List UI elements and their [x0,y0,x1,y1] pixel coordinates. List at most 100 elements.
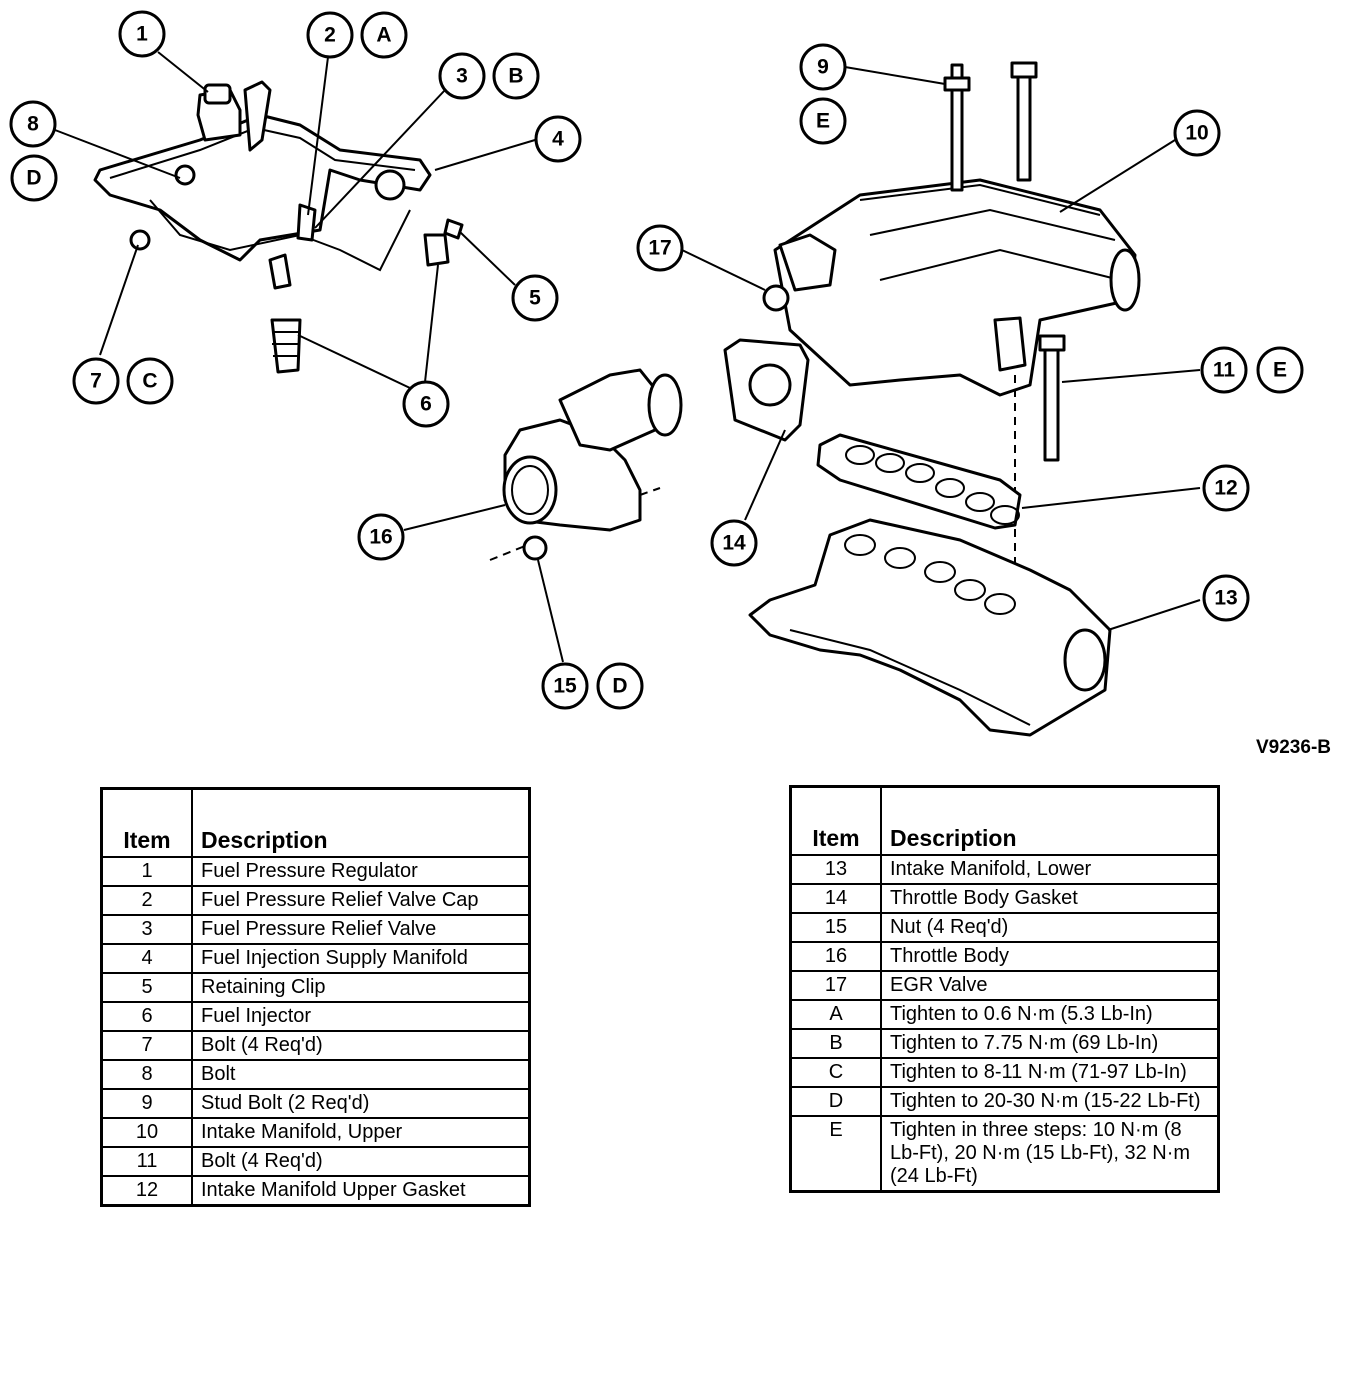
callout-11: 11 [1200,346,1248,394]
description-cell: Stud Bolt (2 Req'd) [191,1088,531,1119]
description-cell: Nut (4 Req'd) [880,912,1220,943]
svg-text:5: 5 [529,287,541,310]
svg-text:9: 9 [817,56,829,79]
description-cell: Intake Manifold, Upper [191,1117,531,1148]
table-header-row: Item Description [100,787,531,858]
svg-text:3: 3 [456,65,468,88]
description-cell: Tighten to 8-11 N·m (71-97 Lb-In) [880,1057,1220,1088]
item-cell: 5 [100,972,193,1003]
item-cell: 13 [789,854,882,885]
item-cell: 2 [100,885,193,916]
svg-text:12: 12 [1214,477,1237,500]
description-cell: Tighten to 0.6 N·m (5.3 Lb-In) [880,999,1220,1030]
item-cell: 17 [789,970,882,1001]
callout-E-top: E [799,97,847,145]
callout-12: 12 [1202,464,1250,512]
svg-text:10: 10 [1185,122,1208,145]
callout-13: 13 [1202,574,1250,622]
callout-3: 3 [438,52,486,100]
svg-text:14: 14 [722,532,746,555]
lower-intake-manifold-drawing [748,518,1112,737]
header-item: Item [100,787,193,858]
header-description: Description [191,787,531,858]
item-cell: 1 [100,856,193,887]
item-cell: E [789,1115,882,1193]
description-cell: Fuel Pressure Relief Valve Cap [191,885,531,916]
callout-A: A [360,11,408,59]
description-cell: Tighten to 20-30 N·m (15-22 Lb-Ft) [880,1086,1220,1117]
item-cell: 16 [789,941,882,972]
description-cell: Retaining Clip [191,972,531,1003]
item-cell: D [789,1086,882,1117]
svg-text:E: E [816,110,830,133]
description-cell: Intake Manifold, Lower [880,854,1220,885]
item-cell: 9 [100,1088,193,1119]
callout-4: 4 [534,115,582,163]
svg-text:15: 15 [553,675,577,698]
svg-text:A: A [376,24,391,47]
item-cell: 11 [100,1146,193,1177]
svg-text:4: 4 [552,128,564,151]
callout-7: 7 [72,357,120,405]
svg-text:B: B [508,65,523,88]
callout-17: 17 [636,224,684,272]
description-cell: Fuel Pressure Regulator [191,856,531,887]
description-cell: EGR Valve [880,970,1220,1001]
item-cell: A [789,999,882,1030]
callout-B: B [492,52,540,100]
svg-text:6: 6 [420,393,432,416]
callout-C: C [126,357,174,405]
callout-8: 8 [9,100,57,148]
description-cell: Bolt (4 Req'd) [191,1146,531,1177]
figure-id: V9236-B [1256,737,1331,758]
exploded-parts-diagram: 1 2 A 3 B 4 8 D 5 7 C 6 9 E 10 17 11 E 1… [9,10,1304,737]
header-item: Item [789,785,882,856]
callout-14: 14 [710,519,758,567]
svg-text:11: 11 [1213,359,1236,382]
svg-text:2: 2 [324,24,336,47]
description-cell: Bolt (4 Req'd) [191,1030,531,1061]
item-cell: 3 [100,914,193,945]
description-cell: Bolt [191,1059,531,1090]
item-cell: 15 [789,912,882,943]
item-cell: B [789,1028,882,1059]
callout-1: 1 [118,10,166,58]
callout-2: 2 [306,11,354,59]
description-cell: Fuel Pressure Relief Valve [191,914,531,945]
svg-text:7: 7 [90,370,102,393]
svg-text:D: D [612,675,627,698]
fuel-supply-manifold-drawing [93,80,464,374]
item-cell: 4 [100,943,193,974]
table-header-row: Item Description [789,785,1220,856]
description-cell: Fuel Injection Supply Manifold [191,943,531,974]
callout-E-right: E [1256,346,1304,394]
description-cell: Intake Manifold Upper Gasket [191,1175,531,1207]
description-cell: Fuel Injector [191,1001,531,1032]
callout-16: 16 [357,513,405,561]
svg-text:D: D [26,167,41,190]
callout-D-top: D [10,154,58,202]
item-cell: 10 [100,1117,193,1148]
callout-9: 9 [799,43,847,91]
item-cell: 14 [789,883,882,914]
svg-text:16: 16 [369,526,392,549]
callout-5: 5 [511,274,559,322]
